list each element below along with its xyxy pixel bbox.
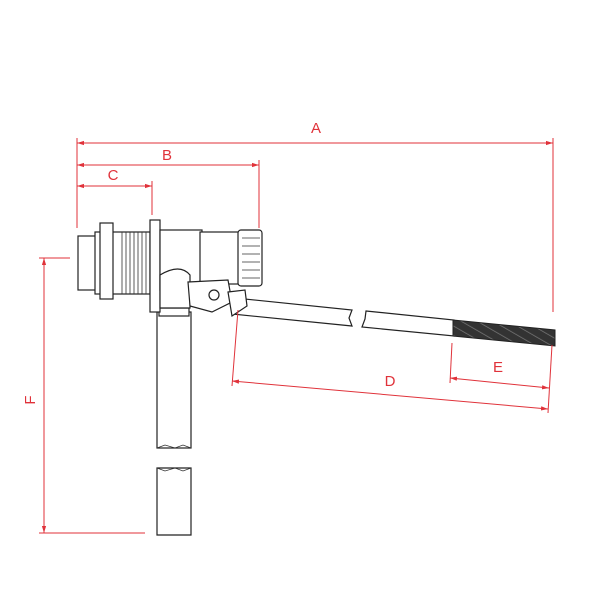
dimension-e-label: E <box>493 359 503 376</box>
dimension-a: A <box>76 120 554 312</box>
dimension-d-label: D <box>385 373 396 390</box>
dimension-c-label: C <box>108 167 119 184</box>
dimension-b: B <box>77 147 260 228</box>
dimension-a-label: A <box>311 120 321 137</box>
dimension-e: E <box>449 342 550 390</box>
vertical-pipe <box>156 307 192 536</box>
dimension-f: F <box>22 257 145 534</box>
dimension-f-label: F <box>22 395 39 404</box>
dimension-b-label: B <box>162 147 172 164</box>
dimension-c: C <box>77 167 153 215</box>
dimension-d: D <box>231 309 553 414</box>
rod-grip-end <box>452 319 556 347</box>
float-arm-rod <box>231 297 556 347</box>
valve-body <box>77 219 263 318</box>
